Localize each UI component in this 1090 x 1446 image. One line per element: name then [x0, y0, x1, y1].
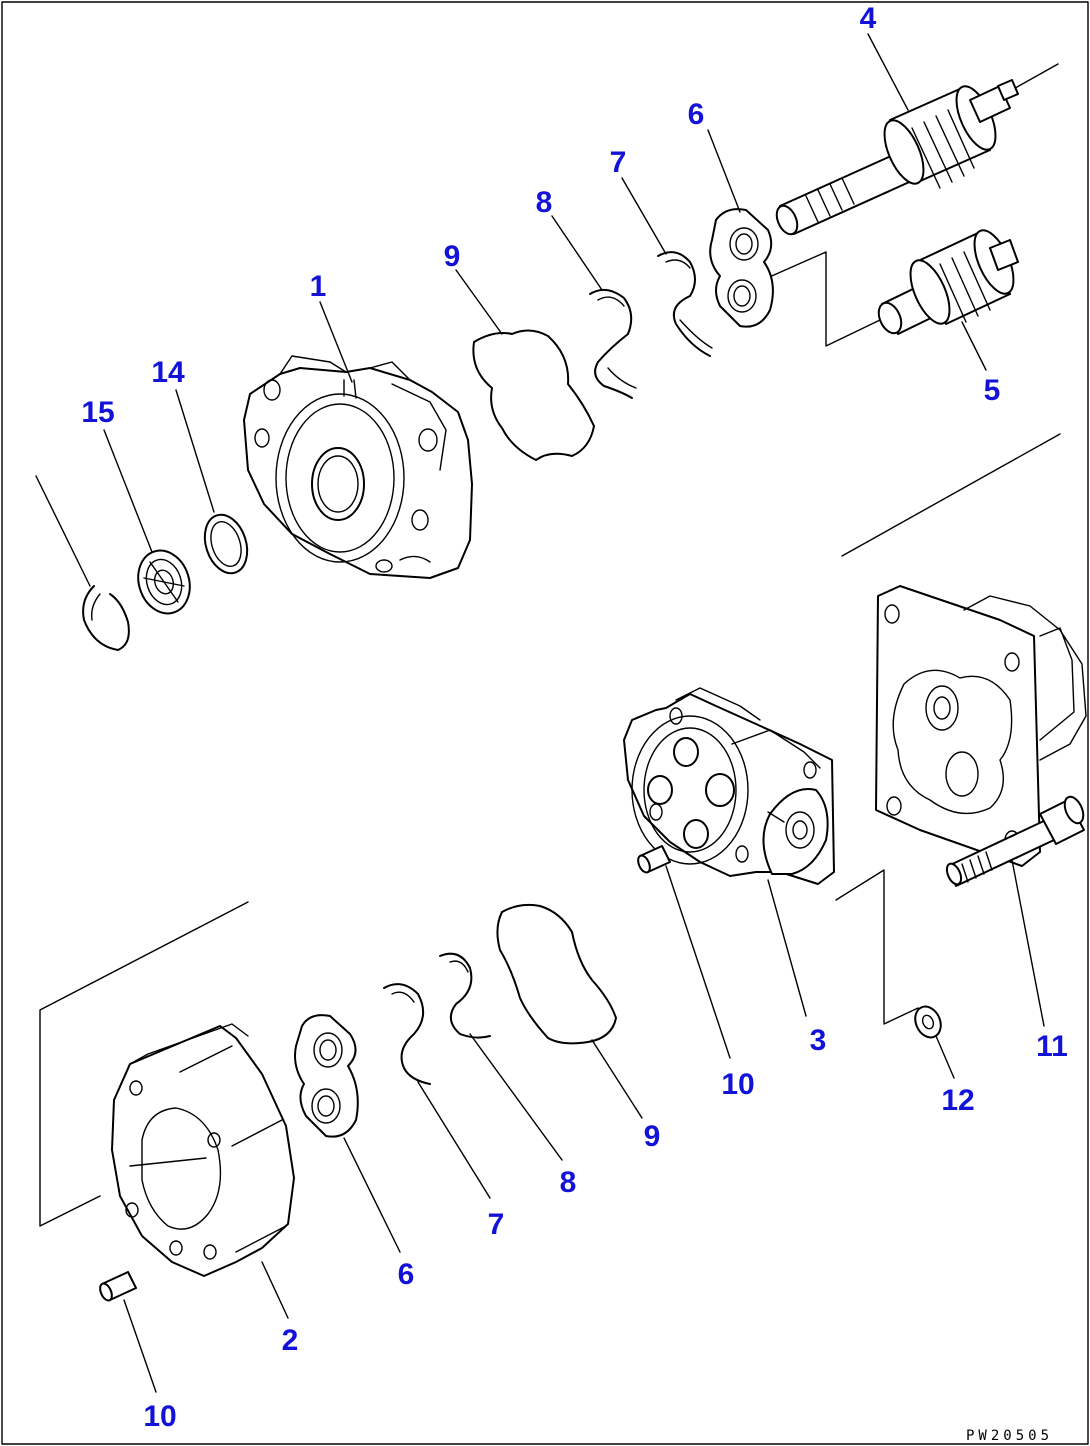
- part-dowel-pin-upper: [637, 845, 671, 874]
- part-dowel-pin-lower: [99, 1271, 137, 1302]
- part-gasket-lower: [496, 903, 617, 1045]
- part-backup-ring-upper: [657, 251, 713, 357]
- callout-6-lower: 6: [398, 1258, 415, 1291]
- part-rear-body: [39, 901, 295, 1277]
- part-plate-washer: [203, 513, 249, 575]
- part-rear-cover: [875, 585, 1087, 867]
- callout-14: 15: [81, 396, 114, 429]
- part-backup-ring-lower: [383, 983, 431, 1085]
- part-bushing-plate-upper: [709, 208, 774, 328]
- callout-12: 12: [941, 1084, 974, 1117]
- callout-8-upper: 8: [536, 186, 553, 219]
- callout-9-upper: 9: [444, 240, 461, 273]
- callout-6-upper: 6: [688, 98, 705, 131]
- part-drive-shaft: [775, 63, 1059, 236]
- part-driven-gear: [757, 229, 1019, 347]
- callout-11: 11: [1036, 1030, 1068, 1063]
- part-bolt: [835, 795, 1085, 1025]
- callout-1: 1: [310, 270, 327, 303]
- part-seal-upper: [589, 288, 637, 399]
- part-washer: [914, 1005, 942, 1039]
- leader-lines: [35, 33, 1045, 1393]
- callout-4: 4: [860, 2, 877, 35]
- callout-8-lower: 8: [560, 1166, 577, 1199]
- part-seal-lower: [439, 952, 491, 1039]
- part-oil-seal: [137, 549, 191, 615]
- part-snap-ring: [82, 585, 130, 651]
- group-separator-line: [841, 433, 1061, 557]
- part-gear-case: [623, 687, 835, 885]
- callout-13: 14: [151, 356, 185, 389]
- callout-5: 5: [984, 374, 1001, 407]
- part-front-cover: [243, 355, 473, 579]
- drawing-code: PW20505: [966, 1428, 1053, 1444]
- callout-3: 3: [810, 1024, 827, 1057]
- part-bushing-plate-lower: [294, 1014, 359, 1138]
- callout-10-lower: 10: [143, 1400, 176, 1433]
- callout-labels: 4 6 7 8 9 1 14 15 5 3 10 11 12 9 8 7 6 2…: [81, 2, 1068, 1433]
- callout-7-upper: 7: [610, 146, 627, 179]
- callout-7-lower: 7: [488, 1208, 505, 1241]
- callout-10-upper: 10: [721, 1068, 754, 1101]
- callout-9-lower: 9: [644, 1120, 661, 1153]
- callout-2: 2: [282, 1324, 299, 1357]
- part-gasket-upper: [472, 329, 595, 461]
